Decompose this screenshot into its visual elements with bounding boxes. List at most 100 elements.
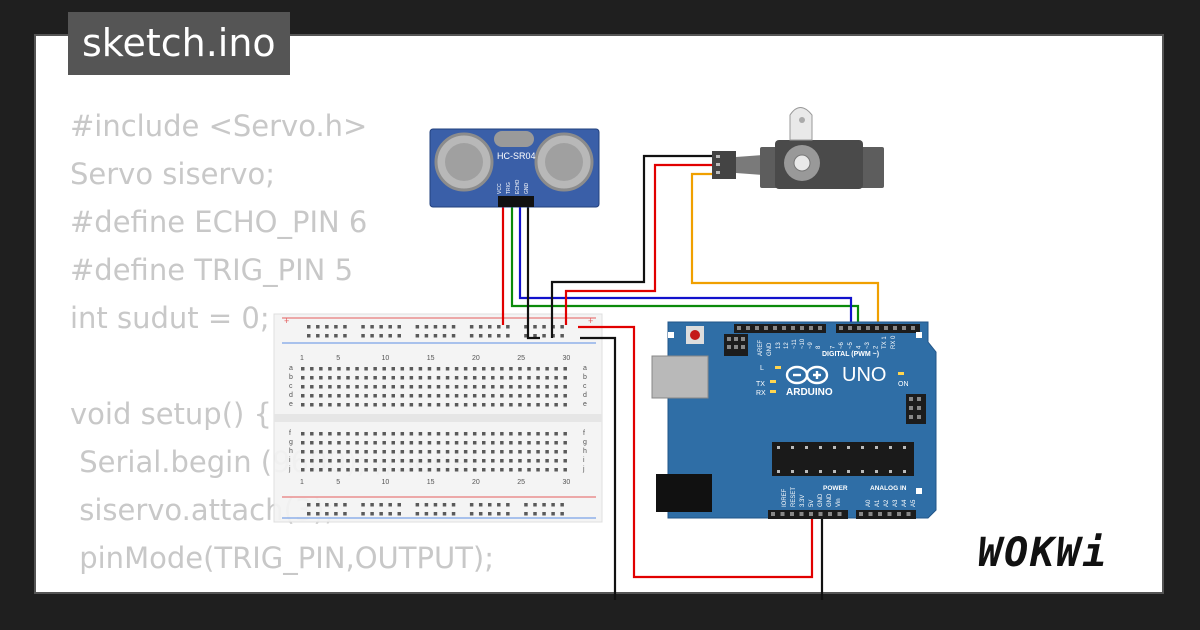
bb-row-letter: i xyxy=(583,457,585,464)
bb-row-letter: j xyxy=(288,466,291,473)
bb-row-letter: h xyxy=(583,448,587,455)
bb-column-number: 20 xyxy=(472,479,480,486)
arduino-pin-label: ~6 xyxy=(839,341,845,349)
arduino-pin-label: ~9 xyxy=(808,341,814,349)
bb-row-letter: a xyxy=(289,365,293,372)
arduino-pin-label: A0 xyxy=(866,499,872,507)
sensor-pin-label: VCC xyxy=(497,183,503,194)
arduino-logo-icon xyxy=(785,365,829,385)
arduino-pin-label: ~5 xyxy=(848,341,854,349)
arduino-pin-label: GND xyxy=(767,342,773,356)
sensor-pin-label: GND xyxy=(524,183,530,195)
bb-row-letter: e xyxy=(289,401,293,408)
bb-column-number: 20 xyxy=(472,355,480,362)
bb-row-letter: b xyxy=(583,374,587,381)
code-line: void setup() { xyxy=(70,397,272,431)
bb-row-letter: b xyxy=(289,374,293,381)
bb-column-number: 5 xyxy=(336,479,340,486)
bb-row-letter: f xyxy=(289,430,291,437)
code-line: Servo siservo; xyxy=(70,157,276,191)
wire-black-servo-gnd xyxy=(550,154,713,338)
arduino-pin-label: A1 xyxy=(875,499,881,507)
code-line: int sudut = 0; xyxy=(70,301,270,335)
arduino-pin-label: RESET xyxy=(791,487,797,507)
bb-row-letter: c xyxy=(289,383,293,390)
bb-row-letter: g xyxy=(289,439,293,446)
sensor-model-label: HC-SR04 xyxy=(497,151,536,161)
bb-row-letter: i xyxy=(289,457,291,464)
uno-label: UNO xyxy=(842,364,886,386)
bb-column-number: 15 xyxy=(427,355,435,362)
bb-plus-label-right: + xyxy=(588,316,593,326)
bb-column-number: 15 xyxy=(427,479,435,486)
bb-row-letter: c xyxy=(583,383,587,390)
servo-motor[interactable] xyxy=(712,107,884,190)
code-line: #include <Servo.h> xyxy=(70,109,368,143)
bb-row-letter: e xyxy=(583,401,587,408)
bb-row-letter: d xyxy=(289,392,293,399)
bb-row-letter: h xyxy=(289,448,293,455)
bb-row-letter: d xyxy=(583,392,587,399)
wires[interactable] xyxy=(501,154,880,600)
wire-red-servo-vcc xyxy=(564,163,713,325)
code-line: pinMode(ECHO_PIN,INPUT); xyxy=(70,582,494,592)
arduino-pin-label: ~10 xyxy=(800,338,806,349)
on-led-label: ON xyxy=(898,381,909,388)
bb-plus-label: + xyxy=(284,316,289,326)
code-line: #define TRIG_PIN 5 xyxy=(70,253,354,287)
arduino-pin-label: A2 xyxy=(884,499,890,507)
analog-header-label: ANALOG IN xyxy=(870,485,907,492)
bb-column-number: 10 xyxy=(381,355,389,362)
wire-green-trig xyxy=(510,205,860,330)
wire-black-sensor-gnd xyxy=(526,205,540,340)
arduino-uno[interactable]: DIGITAL (PWM ~) UNO ARDUINO ON TX RX L P… xyxy=(651,321,937,519)
arduino-pin-label: AREF xyxy=(758,340,764,356)
bb-row-letter: a xyxy=(583,365,587,372)
sensor-pin-label: TRIG xyxy=(506,182,512,194)
code-line: pinMode(TRIG_PIN,OUTPUT); xyxy=(70,541,495,575)
power-header-label: POWER xyxy=(823,485,848,492)
bb-column-number: 30 xyxy=(562,355,570,362)
arduino-pin-label: IOREF xyxy=(782,488,788,507)
bb-column-number: 1 xyxy=(300,355,304,362)
arduino-pin-label: GND xyxy=(818,493,824,507)
sensor-pin-label: ECHO xyxy=(515,179,521,194)
bb-row-letter: g xyxy=(583,439,587,446)
arduino-pin-label: A5 xyxy=(911,499,917,507)
wire-red-5v xyxy=(578,325,814,579)
wokwi-logo: WOKWi xyxy=(978,530,1109,576)
code-line: #define ECHO_PIN 6 xyxy=(70,205,368,239)
bb-column-number: 1 xyxy=(300,479,304,486)
arduino-pin-label: A4 xyxy=(902,499,908,507)
wire-black-gnd xyxy=(580,336,617,600)
arduino-pin-label: ~3 xyxy=(865,341,871,349)
arduino-pin-label: TX 1 xyxy=(882,336,888,349)
l-led-label: L xyxy=(760,365,764,372)
rx-led-label: RX xyxy=(756,390,766,397)
arduino-pin-label: 5V xyxy=(809,500,815,507)
bb-row-letter: f xyxy=(583,430,585,437)
arduino-pin-label: 4 xyxy=(856,345,862,349)
bb-column-number: 30 xyxy=(562,479,570,486)
wire-blue-echo xyxy=(518,205,853,330)
wire-orange-servo-signal xyxy=(690,172,880,330)
arduino-pin-label: ~11 xyxy=(792,339,798,349)
bb-row-letter: j xyxy=(582,466,585,473)
arduino-pin-label: A3 xyxy=(893,499,899,507)
arduino-pin-label: 8 xyxy=(816,345,822,349)
arduino-pin-label: GND xyxy=(827,493,833,507)
bb-column-number: 5 xyxy=(336,355,340,362)
arduino-pin-label: RX 0 xyxy=(891,335,897,349)
arduino-pin-label: 3.3V xyxy=(800,495,806,507)
tx-led-label: TX xyxy=(756,381,765,388)
bb-column-number: 10 xyxy=(381,479,389,486)
bb-column-number: 25 xyxy=(517,479,525,486)
arduino-pin-label: 12 xyxy=(784,342,790,349)
digital-header-label: DIGITAL (PWM ~) xyxy=(822,351,879,358)
arduino-pin-label: 7 xyxy=(831,345,837,349)
arduino-pin-label: 13 xyxy=(776,342,782,349)
file-tab[interactable]: sketch.ino xyxy=(68,12,290,75)
